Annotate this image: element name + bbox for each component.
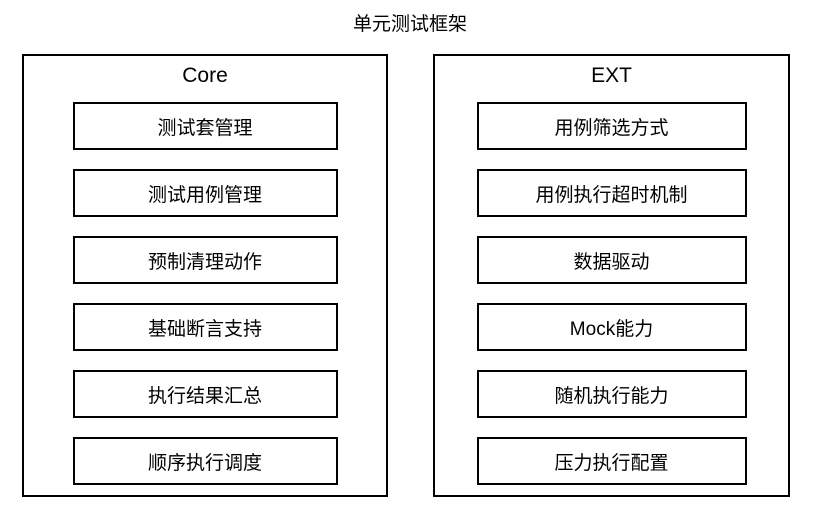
core-item-execution-result-summary: 执行结果汇总 [72,370,338,418]
core-items: 测试套管理 测试用例管理 预制清理动作 基础断言支持 执行结果汇总 顺序执行调度 [72,102,338,485]
ext-panel: EXT 用例筛选方式 用例执行超时机制 数据驱动 Mock能力 随机执行能力 压… [433,54,790,497]
ext-item-case-filtering-method: 用例筛选方式 [476,102,747,150]
core-item-test-case-management: 测试用例管理 [72,169,338,217]
core-item-setup-cleanup-actions: 预制清理动作 [72,236,338,284]
core-panel: Core 测试套管理 测试用例管理 预制清理动作 基础断言支持 执行结果汇总 顺… [22,54,388,497]
ext-item-stress-execution-config: 压力执行配置 [476,437,747,485]
ext-items: 用例筛选方式 用例执行超时机制 数据驱动 Mock能力 随机执行能力 压力执行配… [476,102,747,485]
core-panel-header: Core [182,64,228,87]
ext-item-case-execution-timeout: 用例执行超时机制 [476,169,747,217]
ext-panel-header: EXT [591,64,632,87]
ext-item-mock-capability: Mock能力 [476,303,747,351]
ext-item-data-driven: 数据驱动 [476,236,747,284]
diagram-title: 单元测试框架 [352,14,467,35]
ext-item-random-execution-capability: 随机执行能力 [476,370,747,418]
core-item-sequential-execution-scheduling: 顺序执行调度 [72,437,338,485]
core-item-basic-assertion-support: 基础断言支持 [72,303,338,351]
core-item-test-suite-management: 测试套管理 [72,102,338,150]
